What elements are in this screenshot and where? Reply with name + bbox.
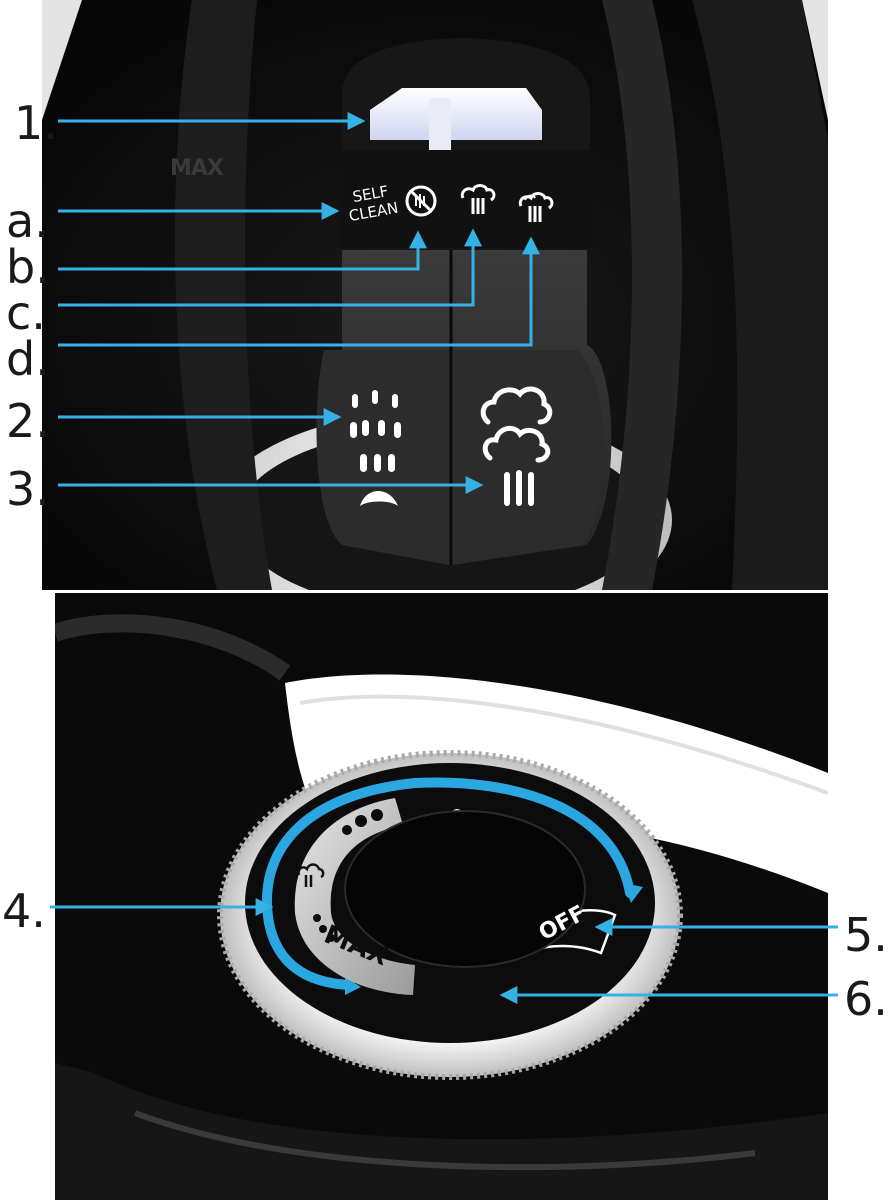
callout-label-5: 5.	[844, 908, 888, 962]
steam-burst-icon	[480, 386, 553, 506]
callout-label-2: 2.	[6, 394, 50, 448]
callout-line-d	[58, 236, 540, 347]
temperature-dial-photo: MAX OFF	[55, 593, 828, 1200]
steam-iron-top-photo: MAX SELF CLEAN	[42, 0, 828, 590]
callout-line-b	[58, 230, 427, 271]
side-max-print-text: MAX	[170, 156, 224, 181]
callout-label-a: a.	[6, 194, 49, 248]
callout-label-b: b.	[6, 240, 50, 294]
callout-label-d: d.	[6, 332, 50, 386]
side-max-print: MAX	[170, 156, 230, 186]
callout-label-4: 4.	[2, 884, 46, 938]
callout-label-6: 6.	[844, 972, 888, 1026]
steam-high-icon	[518, 192, 554, 222]
anti-calc-icon	[405, 185, 437, 217]
steam-mini-icon	[297, 863, 325, 887]
steam-low-icon	[460, 184, 496, 214]
spray-icon	[350, 390, 401, 506]
callout-label-1: 1.	[14, 96, 58, 150]
callout-label-3: 3.	[6, 462, 50, 516]
callout-label-c: c.	[6, 286, 46, 340]
callout-line-c	[58, 228, 482, 307]
